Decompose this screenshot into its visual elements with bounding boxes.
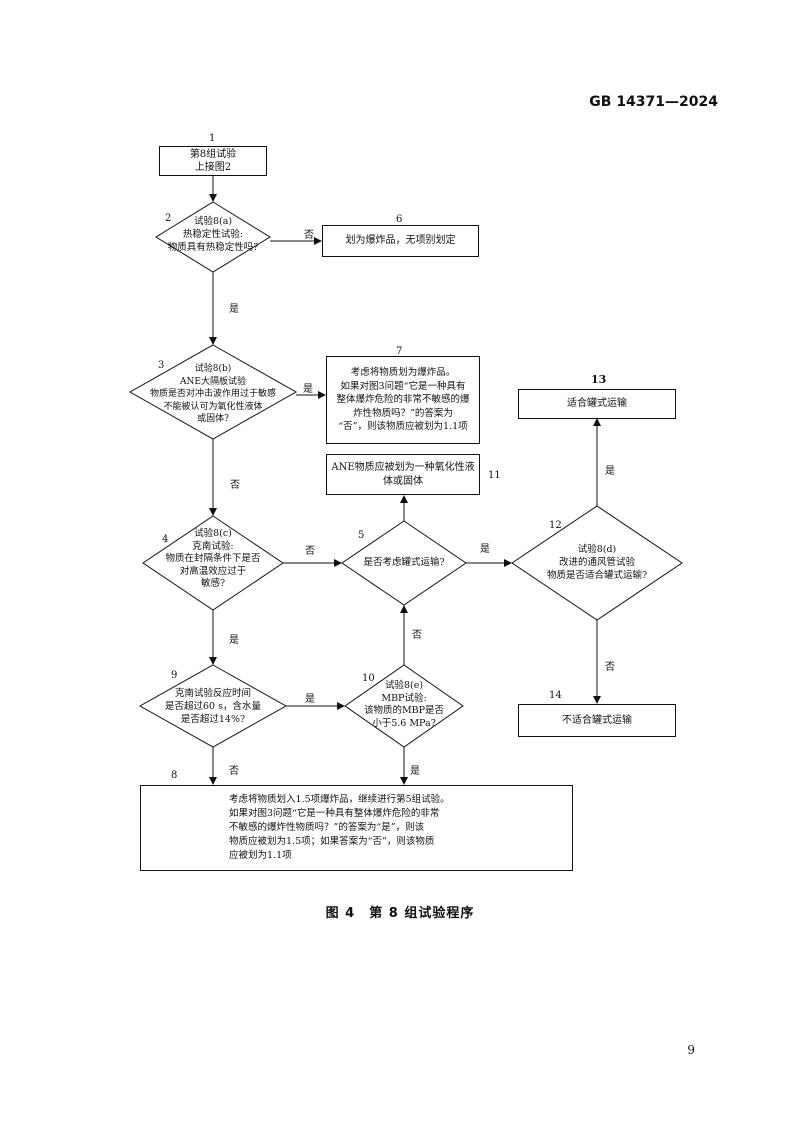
- node-10-number: 10: [362, 673, 375, 684]
- node-7-line2: 如果对图3问题“它是一种具有: [340, 380, 466, 392]
- node-12-line2: 改进的通风管试验: [558, 557, 635, 568]
- node-4-line3: 物质在封隔条件下是否: [165, 553, 261, 564]
- node-7-box: 考虑将物质划为爆炸品。 如果对图3问题“它是一种具有 整体爆炸危险的非常不敏感的…: [326, 356, 480, 444]
- edge-12-14-label: 否: [605, 662, 615, 673]
- edge-10-8-label: 是: [410, 766, 420, 777]
- node-12-line3: 物质是否适合罐式运输?: [546, 570, 648, 581]
- node-4-line2: 克南试验:: [192, 540, 234, 552]
- node-7-line1: 考虑将物质划为爆炸品。: [350, 367, 456, 379]
- edge-3-7-label: 是: [303, 384, 313, 395]
- node-9-line2: 是否超过60 s，含水量: [165, 701, 261, 712]
- node-6-text: 划为爆炸品，无项别划定: [345, 235, 456, 246]
- node-4-line1: 试验8(c): [194, 528, 232, 539]
- node-8-line3: 不敏感的爆炸性物质吗？”的答案为“是”，则该: [229, 822, 425, 833]
- node-8-line4: 物质应被划为1.5项；如果答案为“否”，则该物质: [229, 836, 435, 847]
- node-2-text: 试验8(a) 热稳定性试验: 物质具有热稳定性吗?: [156, 215, 270, 254]
- node-4-number: 4: [162, 534, 169, 545]
- edge-4-5-label: 否: [305, 546, 315, 557]
- node-1-number: 1: [209, 133, 216, 144]
- node-1-line2: 上接图2: [194, 162, 232, 173]
- node-12-text: 试验8(d) 改进的通风管试验 物质是否适合罐式运输?: [522, 543, 672, 582]
- edge-9-10-label: 是: [305, 694, 315, 705]
- node-8-box: 考虑将物质划入1.5项爆炸品，继续进行第5组试验。 如果对图3问题“它是一种具有…: [140, 785, 573, 871]
- node-6-number: 6: [396, 214, 403, 225]
- figure-caption: 图 4 第 8 组试验程序: [325, 906, 475, 921]
- node-1-line1: 第8组试验: [189, 149, 237, 160]
- node-11-line1: ANE物质应被划为一种氧化性液: [331, 461, 475, 473]
- node-3-line1: 试验8(b): [194, 364, 232, 374]
- node-3-line3: 物质是否对冲击波作用过于敏感: [149, 389, 276, 399]
- node-3-line2: ANE大隔板试验: [180, 376, 246, 387]
- node-11-box: ANE物质应被划为一种氧化性液 体或固体: [326, 454, 480, 495]
- standard-code: GB 14371—2024: [589, 94, 718, 110]
- node-13-box: 适合罐式运输: [518, 389, 676, 419]
- node-10-line4: 小于5.6 MPa?: [372, 717, 436, 729]
- node-12-number: 12: [549, 520, 562, 531]
- node-3-line4: 不能被认可为氧化性液体: [163, 401, 263, 412]
- node-11-number: 11: [488, 470, 501, 481]
- node-9-line3: 是否超过14%?: [180, 714, 246, 725]
- node-8-line1: 考虑将物质划入1.5项爆炸品，继续进行第5组试验。: [229, 794, 450, 805]
- node-3-number: 3: [158, 360, 165, 371]
- node-8-text: 考虑将物质划入1.5项爆炸品，继续进行第5组试验。 如果对图3问题“它是一种具有…: [229, 793, 450, 863]
- edge-2-6-label: 否: [304, 230, 314, 241]
- node-3-text: 试验8(b) ANE大隔板试验 物质是否对冲击波作用过于敏感 不能被认可为氧化性…: [120, 363, 306, 426]
- node-1-box: 第8组试验 上接图2: [159, 146, 267, 176]
- node-14-box: 不适合罐式运输: [518, 704, 676, 737]
- node-6-box: 划为爆炸品，无项别划定: [322, 225, 479, 257]
- node-8-line5: 应被划为1.1项: [229, 850, 292, 861]
- node-10-line1: 试验8(e): [384, 680, 424, 691]
- node-12-line1: 试验8(d): [577, 544, 617, 555]
- node-2-line1: 试验8(a): [193, 216, 233, 227]
- edge-9-8-label: 否: [229, 766, 239, 777]
- node-2-line3: 物质具有热稳定性吗?: [167, 242, 259, 253]
- node-7-line5: “否”，则该物质应被划为1.1项: [338, 421, 468, 433]
- edge-10-5-label: 否: [412, 630, 422, 641]
- node-5-text: 是否考虑罐式运输?: [342, 556, 466, 569]
- node-4-line4: 对高温效应过于: [179, 565, 247, 577]
- node-8-line2: 如果对图3问题“它是一种具有整体爆炸危险的非常: [229, 808, 440, 819]
- edge-4-9-label: 是: [229, 635, 239, 646]
- node-14-number: 14: [549, 690, 562, 701]
- edge-5-12-label: 是: [480, 544, 490, 555]
- node-10-line3: 该物质的MBP是否: [363, 705, 445, 716]
- node-4-line5: 敏感?: [200, 578, 226, 589]
- page-number: 9: [687, 1043, 695, 1057]
- node-10-text: 试验8(e) MBP试验: 该物质的MBP是否 小于5.6 MPa?: [354, 680, 454, 730]
- node-13-number: 13: [591, 373, 607, 386]
- node-7-number: 7: [396, 346, 403, 357]
- node-9-line1: 克南试验反应时间: [174, 688, 251, 699]
- node-11-line2: 体或固体: [383, 475, 423, 487]
- node-14-text: 不适合罐式运输: [562, 714, 632, 726]
- node-7-line4: 炸性物质吗？”的答案为: [353, 407, 453, 419]
- node-13-text: 适合罐式运输: [567, 398, 627, 409]
- node-2-number: 2: [165, 213, 172, 224]
- node-9-number: 9: [171, 670, 178, 681]
- edge-2-3-label: 是: [229, 304, 239, 315]
- node-4-text: 试验8(c) 克南试验: 物质在封隔条件下是否 对高温效应过于 敏感?: [150, 528, 276, 591]
- node-7-line3: 整体爆炸危险的非常不敏感的爆: [336, 394, 470, 406]
- node-2-line2: 热稳定性试验:: [182, 229, 244, 240]
- node-8-number: 8: [171, 770, 178, 781]
- node-9-text: 克南试验反应时间 是否超过60 s，含水量 是否超过14%?: [150, 687, 276, 726]
- node-3-line5: 或固体?: [197, 414, 229, 424]
- node-5-number: 5: [358, 530, 365, 541]
- node-10-line2: MBP试验:: [381, 692, 427, 704]
- edge-3-4-label: 否: [230, 480, 240, 491]
- node-5-line1: 是否考虑罐式运输?: [363, 557, 445, 568]
- edge-12-13-label: 是: [605, 466, 615, 477]
